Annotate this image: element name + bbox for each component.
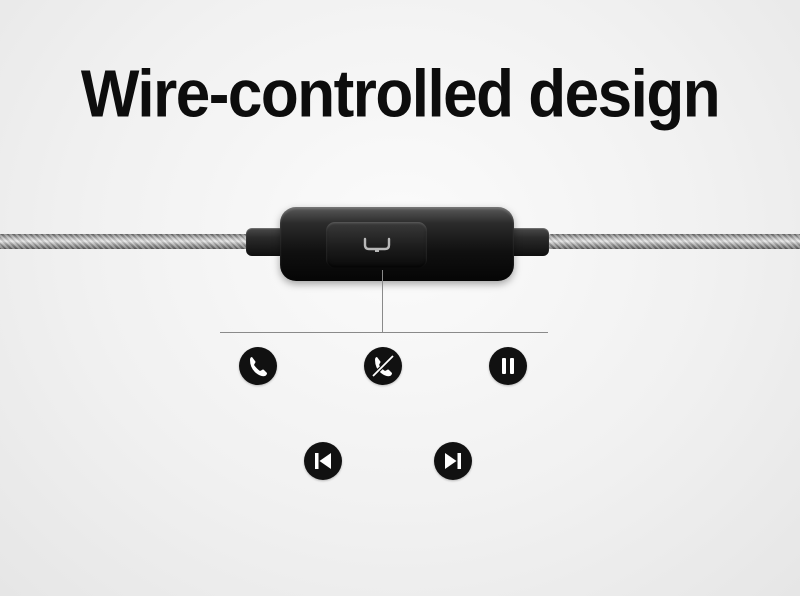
phone-hangup-icon [364,347,402,385]
previous-track-icon [304,442,342,480]
callout-divider-line [220,332,548,333]
cable-right [545,234,800,249]
cable-left [0,234,252,249]
remote-control-button[interactable] [326,222,427,268]
button-symbol-icon [363,237,391,252]
headline: Wire-controlled design [80,57,721,132]
callout-pointer-line [382,270,383,332]
next-track-icon [434,442,472,480]
phone-answer-icon [239,347,277,385]
pause-icon [489,347,527,385]
remote-collar-right [507,228,549,256]
